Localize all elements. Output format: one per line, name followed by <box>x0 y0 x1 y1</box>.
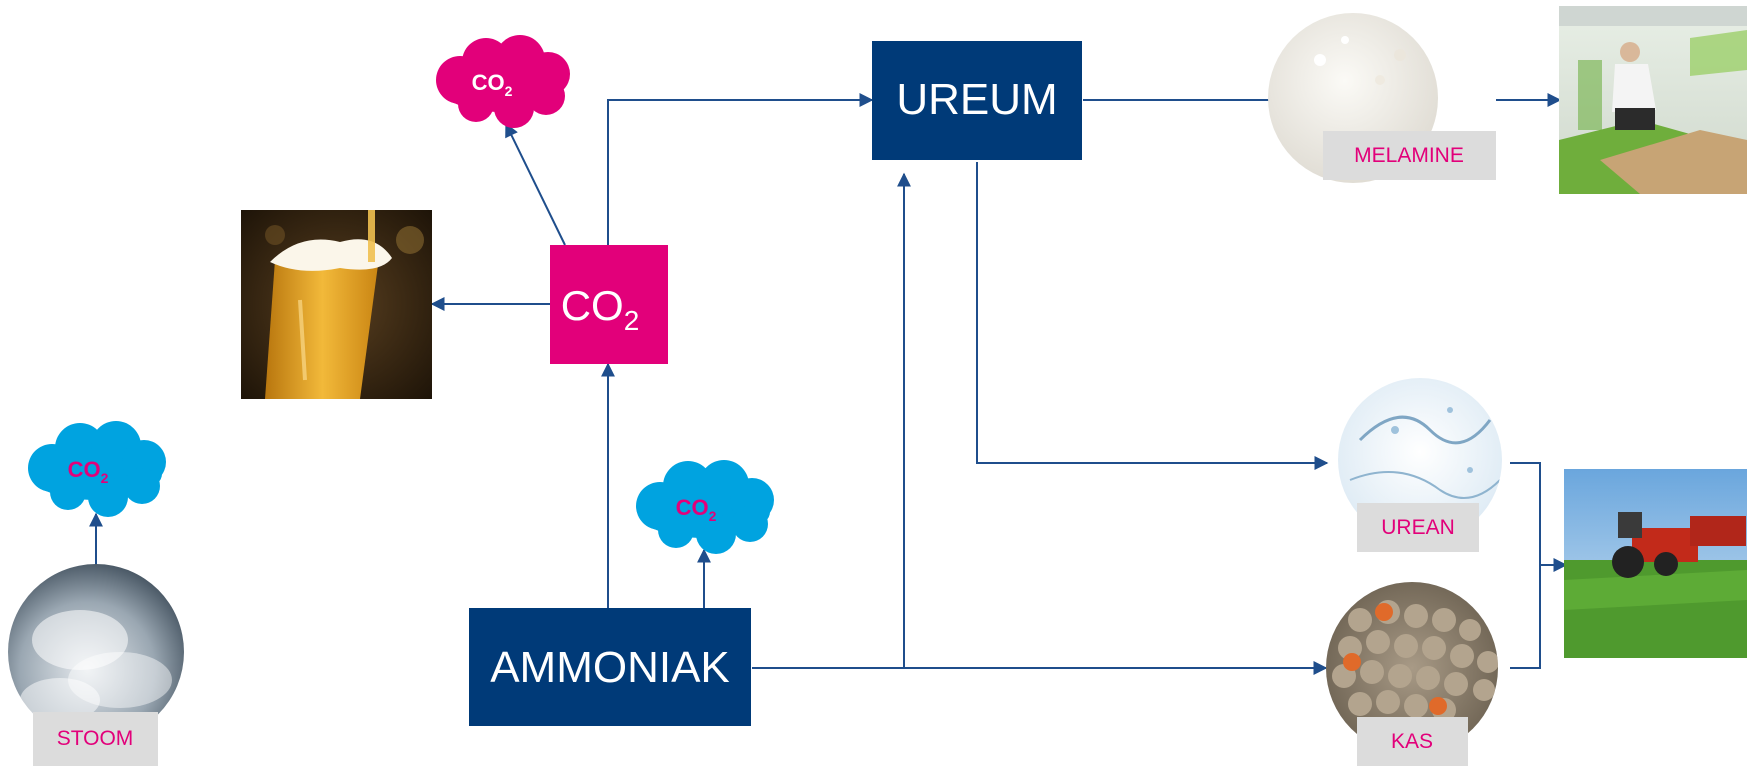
co2-cloud-left: CO2 <box>28 421 166 517</box>
ureum-label: UREUM <box>896 75 1057 124</box>
tractor-image <box>1564 469 1747 658</box>
beer-image <box>241 210 432 399</box>
melamine-label: MELAMINE <box>1354 144 1464 167</box>
cloud-top-label: CO <box>472 70 505 95</box>
urean-label: UREAN <box>1381 516 1455 539</box>
svg-text:CO2: CO2 <box>472 70 513 99</box>
arrow-co2-to-ureum <box>607 93 874 245</box>
co2-cloud-top: CO2 <box>436 35 570 128</box>
arrow-co2-to-cloud <box>505 122 566 246</box>
co2-box-label: CO <box>561 282 624 329</box>
ammoniak-label: AMMONIAK <box>490 643 730 692</box>
floor-image <box>1559 6 1747 194</box>
urean-node: UREAN <box>1338 378 1502 552</box>
kas-label: KAS <box>1391 730 1433 753</box>
bracket-urean-kas <box>1510 462 1541 669</box>
cloud-middle-label: CO <box>676 495 709 520</box>
arrow-ammoniak-to-ureum <box>752 172 911 669</box>
stoom-node: STOOM <box>8 564 184 766</box>
cloud-left-label: CO <box>68 457 101 482</box>
stoom-label: STOOM <box>57 727 134 750</box>
kas-node: KAS <box>1326 582 1498 766</box>
svg-text:CO2: CO2 <box>68 457 109 486</box>
ammoniak-node: AMMONIAK <box>469 608 751 726</box>
cloud-left-subscript: 2 <box>101 470 109 486</box>
svg-text:CO2: CO2 <box>561 282 640 336</box>
cloud-top-subscript: 2 <box>505 83 513 99</box>
ureum-node: UREUM <box>872 41 1082 160</box>
co2-cloud-middle: CO2 <box>636 460 774 554</box>
melamine-node: MELAMINE <box>1268 13 1496 183</box>
cloud-middle-subscript: 2 <box>709 508 717 524</box>
arrow-ureum-to-urean <box>976 162 1329 470</box>
svg-text:CO2: CO2 <box>676 495 717 524</box>
co2-box-subscript: 2 <box>624 305 640 336</box>
connectors <box>89 93 1568 675</box>
co2-node: CO2 <box>550 245 668 364</box>
